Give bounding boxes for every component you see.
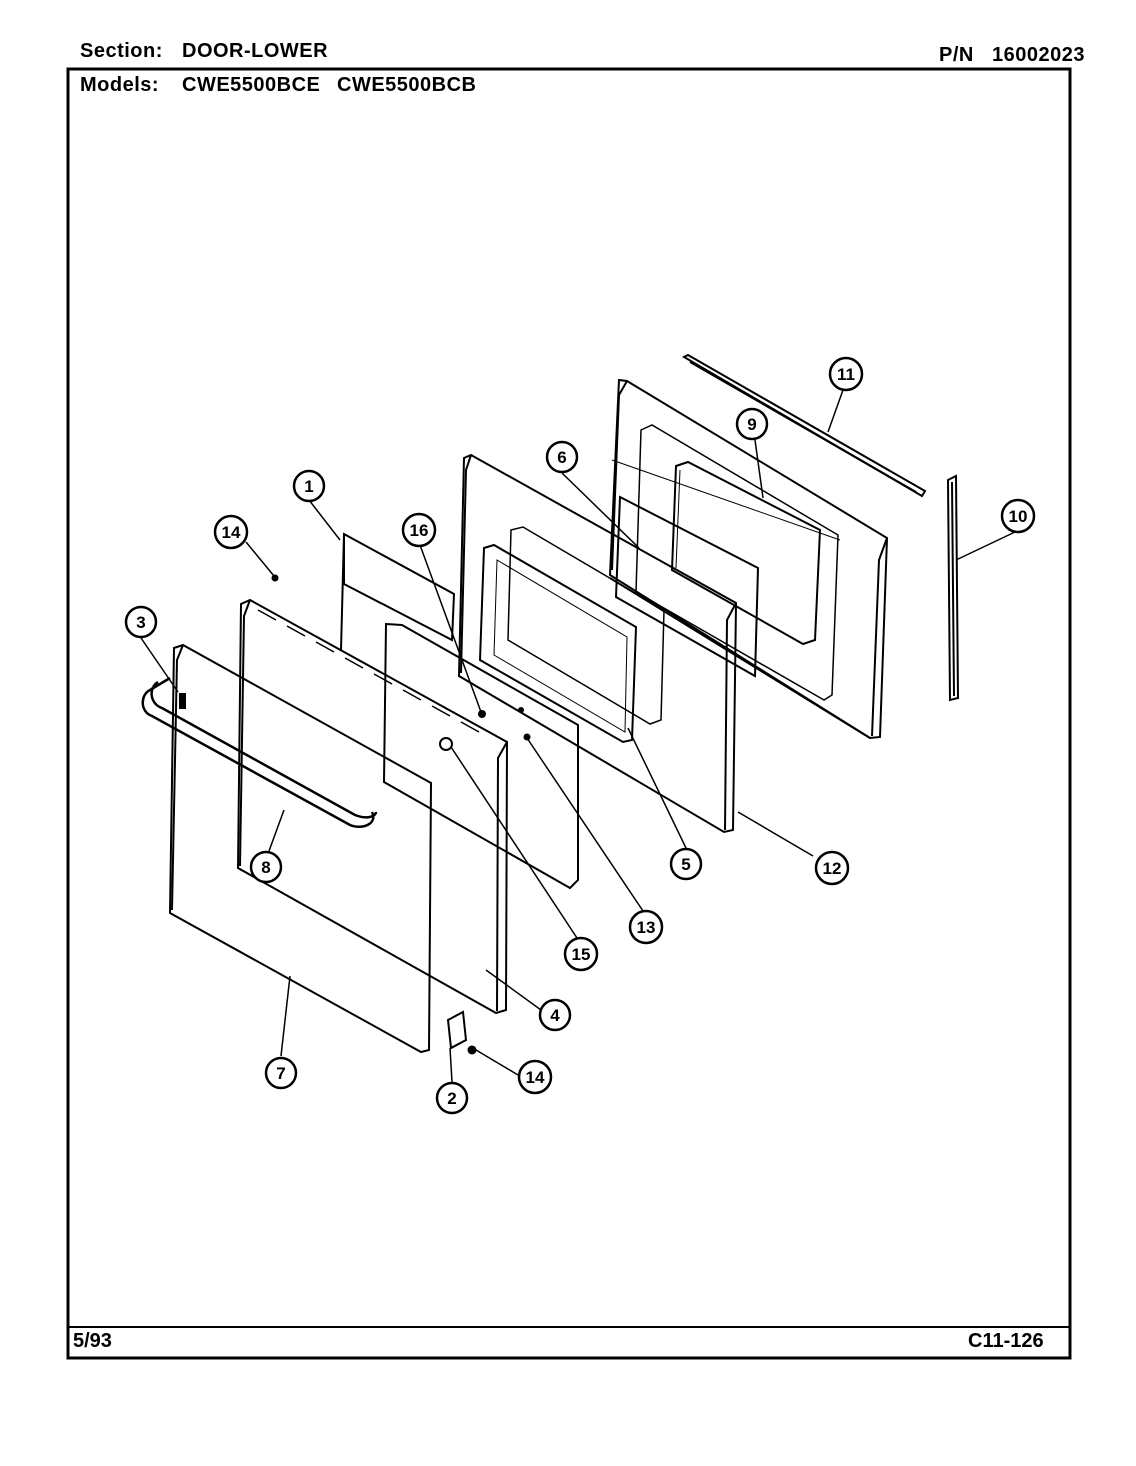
model-number: CWE5500BCE [182, 74, 321, 96]
callout-12-label: 12 [823, 859, 842, 878]
part-3-handle-bracket [179, 693, 186, 709]
callout-8-label: 8 [261, 858, 270, 877]
callout-13: 13 [628, 909, 664, 945]
part-9-window [670, 460, 822, 646]
part-4-door-frame [236, 598, 509, 1015]
callout-11-label: 11 [837, 365, 855, 384]
part-11-top-trim [681, 353, 927, 498]
callout-11: 11 [828, 356, 864, 392]
callout-12: 12 [814, 850, 850, 886]
vent-slots [257, 609, 480, 733]
callout-16: 16 [401, 512, 437, 548]
part-13-inner-shield [382, 622, 579, 890]
callout-7-label: 7 [276, 1064, 285, 1083]
part-6-glass-pane [614, 495, 760, 678]
callout-14-bottom-label: 14 [526, 1068, 545, 1087]
callout-10: 10 [1000, 498, 1036, 534]
callout-4-label: 4 [550, 1006, 560, 1025]
part-number-value: 16002023 [992, 44, 1085, 66]
callouts: 1 2 3 4 5 6 7 8 [124, 356, 1036, 1115]
drawing-frame [66, 67, 1072, 1360]
footer-date: 5/93 [73, 1330, 112, 1352]
part-5-window-frame [478, 526, 665, 744]
callout-3-label: 3 [136, 613, 145, 632]
callout-4: 4 [538, 998, 572, 1032]
part-12-inner-door-panel [608, 378, 889, 740]
callout-2: 2 [435, 1081, 469, 1115]
part-2-hinge-bracket [446, 1010, 468, 1050]
callout-16-label: 16 [410, 521, 429, 540]
callout-9-label: 9 [747, 415, 756, 434]
callout-5-label: 5 [681, 855, 690, 874]
section-title: DOOR-LOWER [182, 40, 329, 62]
part-10-side-trim [946, 474, 960, 702]
leader-lines [140, 389, 1016, 1083]
callout-6: 6 [545, 440, 579, 474]
callout-2-label: 2 [447, 1089, 456, 1108]
models-label: Models: [80, 74, 160, 96]
middle-door-panel [457, 453, 738, 834]
callout-14-top: 14 [213, 514, 249, 550]
callout-15-label: 15 [572, 945, 591, 964]
callout-1-label: 1 [304, 477, 313, 496]
callout-6-label: 6 [557, 448, 566, 467]
fasteners [271, 574, 531, 1055]
callout-15: 15 [563, 936, 599, 972]
part-7-outer-door-panel [168, 643, 433, 1054]
callout-3: 3 [124, 605, 158, 639]
callout-7: 7 [264, 1056, 298, 1090]
callout-5: 5 [669, 847, 703, 881]
part-8-handle [141, 676, 378, 829]
callout-1: 1 [292, 469, 326, 503]
callout-8: 8 [249, 850, 283, 884]
part-1-liner-sheet [340, 532, 456, 651]
footer-code: C11-126 [968, 1330, 1044, 1352]
callout-13-label: 13 [637, 918, 656, 937]
callout-9: 9 [735, 407, 769, 441]
section-label: Section: [80, 40, 163, 62]
callout-10-label: 10 [1009, 507, 1028, 526]
part-number-label: P/N [939, 44, 974, 66]
callout-14-top-label: 14 [222, 523, 241, 542]
model-number: CWE5500BCB [337, 74, 477, 96]
callout-14-bottom: 14 [517, 1059, 553, 1095]
